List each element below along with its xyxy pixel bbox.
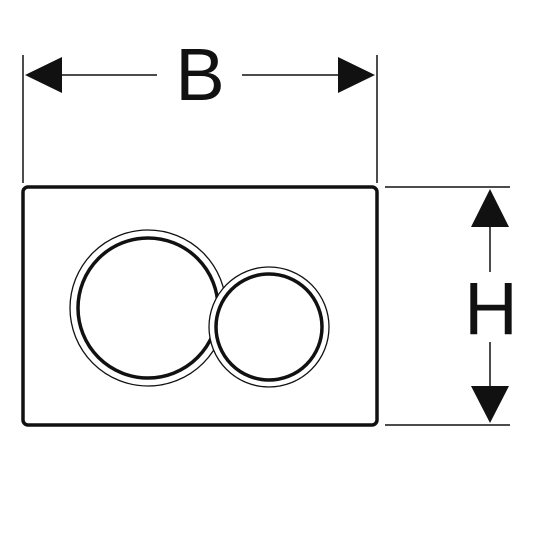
right-arrowhead [338,57,375,93]
flush-buttons [69,229,330,388]
width-label: B [175,33,224,116]
height-dimension: H [385,186,518,426]
small-flush-button [208,266,330,388]
up-arrowhead [471,189,509,227]
left-arrowhead [25,57,62,93]
width-dimension: B [22,33,378,183]
down-arrowhead [471,386,509,423]
height-label: H [464,267,517,350]
